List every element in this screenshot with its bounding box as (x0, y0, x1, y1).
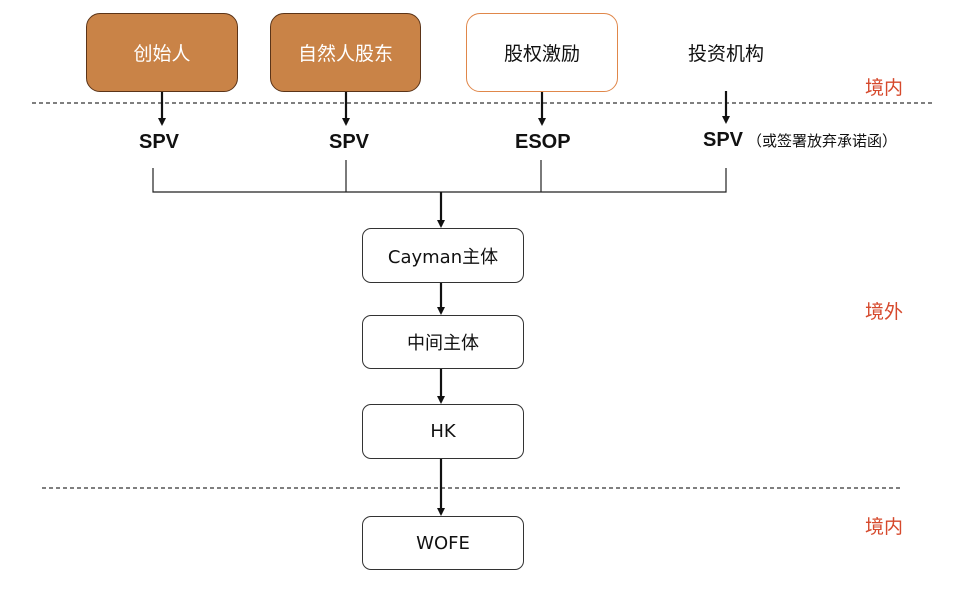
cayman-entity-box: Cayman主体 (362, 228, 524, 283)
vehicle-collector-bracket (152, 168, 727, 193)
chain-label: 中间主体 (407, 333, 479, 354)
zone-label-onshore-bottom: 境内 (865, 516, 904, 538)
zone-label-onshore-top: 境内 (865, 77, 904, 99)
vehicle-label: SPV (703, 129, 744, 151)
vehicle-label: ESOP (515, 131, 571, 153)
vehicle-esop: ESOP (515, 131, 571, 154)
equity-incentive-box: 股权激励 (466, 13, 618, 92)
equity-incentive-label: 股权激励 (503, 43, 580, 65)
hk-entity-box: HK (362, 404, 524, 459)
vehicle-spv-founder: SPV (139, 131, 179, 154)
vehicle-spv-shareholder: SPV (329, 131, 369, 154)
investment-institution-label: 投资机构 (650, 13, 802, 92)
chain-label: Cayman主体 (387, 246, 499, 268)
natural-person-shareholder-label: 自然人股东 (297, 43, 393, 65)
founder-label: 创始人 (133, 43, 191, 65)
natural-person-shareholder-box: 自然人股东 (270, 13, 421, 92)
chain-label: WOFE (416, 532, 470, 554)
intermediate-entity-box: 中间主体 (362, 315, 524, 369)
vehicle-note: （或签署放弃承诺函） (747, 133, 898, 150)
vehicle-spv-investor: SPV（或签署放弃承诺函） (703, 129, 897, 152)
founder-box: 创始人 (86, 13, 238, 92)
investment-institution-text: 投资机构 (687, 43, 764, 65)
vehicle-label: SPV (329, 131, 370, 153)
wofe-entity-box: WOFE (362, 516, 524, 570)
zone-label-offshore: 境外 (865, 301, 904, 323)
chain-label: HK (430, 421, 456, 442)
vehicle-label: SPV (139, 131, 180, 153)
